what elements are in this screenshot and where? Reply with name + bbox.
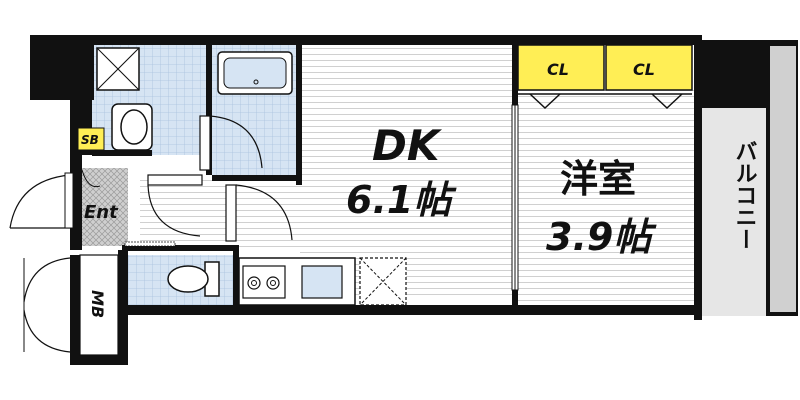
- wall-dk-western: [512, 45, 518, 105]
- wall-left-lower: [70, 255, 80, 365]
- wall-bottom: [125, 305, 702, 315]
- entrance-floor: [82, 168, 128, 246]
- shoe-box-label: SB: [81, 133, 99, 147]
- western-room-label: 洋室: [560, 157, 636, 201]
- meter-box: [79, 254, 119, 356]
- dk-label: DK: [372, 121, 443, 170]
- wash-basin: [111, 103, 153, 151]
- balcony-rail-inner: [770, 46, 796, 312]
- wall-bath-right: [296, 45, 302, 185]
- wall-toilet-top: [122, 245, 237, 251]
- entrance-door-swing: [9, 174, 71, 229]
- wall-top: [92, 35, 702, 45]
- entrance-door-leaf: [64, 172, 74, 229]
- wash-door-swing: [147, 184, 201, 237]
- shoe-box: [77, 127, 105, 151]
- wall-bath-bottom: [212, 175, 302, 181]
- wall-right: [694, 35, 702, 320]
- balcony-label: バルコニー: [732, 140, 757, 250]
- mb-door-swing: [23, 257, 71, 353]
- dk-door-leaf: [225, 184, 237, 242]
- closet-left-label: CL: [547, 60, 569, 79]
- western-room-size: 3.9帖: [546, 215, 657, 259]
- wall-kitchen-left: [233, 245, 239, 307]
- bath-door-swing: [209, 115, 263, 169]
- dk-size: 6.1帖: [346, 178, 457, 222]
- wash-door-leaf: [147, 174, 203, 186]
- wall-mb-bottom: [70, 355, 128, 365]
- closet-door-right: [651, 93, 683, 110]
- kitchen-sink: [301, 265, 343, 299]
- wall-wash-bottom: [92, 150, 152, 156]
- closet-door-left: [529, 93, 561, 110]
- closet-right-label: CL: [633, 60, 655, 79]
- closet-right: [605, 44, 693, 91]
- entrance-label: Ent: [84, 202, 119, 223]
- toilet-bowl: [167, 265, 209, 293]
- wall-top-left-block: [30, 35, 94, 100]
- wall-mb-right: [118, 250, 128, 365]
- wall-dk-western-low: [512, 290, 518, 310]
- shoe-box-door-swing: [81, 169, 101, 188]
- stove: [242, 265, 286, 299]
- meter-box-label: MB: [88, 290, 107, 318]
- bath-door-leaf: [199, 115, 211, 171]
- wall-bath-left: [206, 45, 212, 175]
- dk-door-swing: [235, 184, 293, 241]
- western-room-floor: [516, 90, 698, 305]
- corridor-floor: [140, 180, 300, 250]
